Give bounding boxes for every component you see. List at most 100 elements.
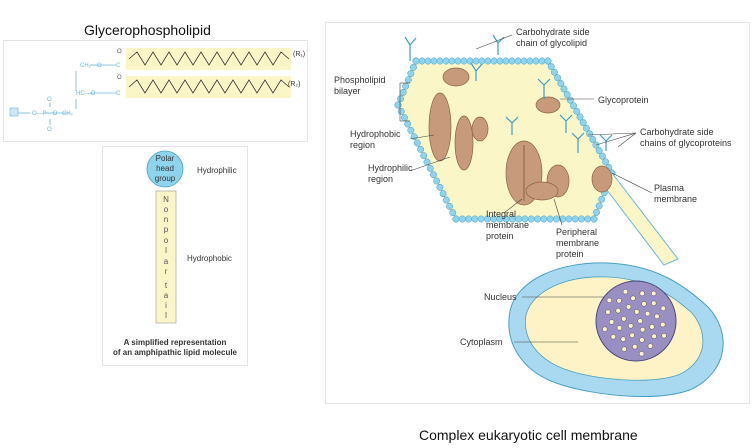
tail-letter: l <box>165 311 167 320</box>
label-plasma-membrane: Plasma membrane <box>654 183 698 204</box>
lipid-head-dot <box>448 57 456 65</box>
lipid-head-dot <box>477 215 485 223</box>
lipid-head-dot <box>430 57 438 65</box>
lipid-head-dot <box>436 183 444 191</box>
lipid-head-dot <box>538 57 546 65</box>
lipid-head-dot <box>595 202 603 210</box>
nuclear-pore-dot <box>637 318 643 324</box>
lipid-head-dot <box>598 152 606 160</box>
tail-letter: a <box>163 257 169 266</box>
lipid-head-dot <box>540 215 548 223</box>
lipid-head-dot <box>589 135 597 143</box>
glycerophospholipid-structure: CH₂—O C HC—O C CH₂ O—P—O O O O O <box>9 48 291 133</box>
lipid-head-dot <box>584 215 592 223</box>
amphipathic-lipid-drawing <box>146 150 184 324</box>
lipid-head-dot <box>557 79 565 87</box>
tail-letter: l <box>165 246 167 255</box>
lipid-head-dot <box>397 95 405 103</box>
label-nucleus: Nucleus <box>484 292 517 302</box>
lipid-head-dot <box>520 57 528 65</box>
lipid-head-dot <box>595 147 603 155</box>
tail-letter: o <box>163 205 169 214</box>
lipid-head-dot <box>433 177 441 185</box>
lipid-head-dot <box>454 57 462 65</box>
lipid-head-dot <box>565 215 573 223</box>
nuclear-pore-dot <box>609 319 615 325</box>
r2-label: (R₂) <box>288 81 301 88</box>
tail-letter: i <box>165 301 167 310</box>
lipid-head-dot <box>412 57 420 65</box>
tail-letter: a <box>163 291 169 300</box>
lipid-head-dot <box>527 215 535 223</box>
lipid-head-dot <box>526 57 534 65</box>
caption-line2: of an amphipathic lipid molecule <box>112 348 237 357</box>
nuclear-pore-dot <box>629 332 635 338</box>
lipid-head-dot <box>554 74 562 82</box>
glycerophospholipid-title: Glycerophospholipid <box>84 22 211 38</box>
lipid-head-dot <box>490 57 498 65</box>
lipid-head-dot <box>471 215 479 223</box>
nuclear-pore-dot <box>640 327 646 333</box>
nuclear-pore-dot <box>620 336 626 342</box>
lipid-head-dot <box>478 57 486 65</box>
tail-letter: N <box>163 195 169 204</box>
hydrophilic-label: Hydrophilic <box>197 166 237 175</box>
nuclear-pore-dot <box>639 290 645 297</box>
nuclear-pore-dot <box>634 309 640 315</box>
svg-text:O: O <box>47 97 52 103</box>
label-glycoprotein: Glycoprotein <box>598 95 649 105</box>
svg-text:O—P—O: O—P—O <box>32 111 58 117</box>
tail-letter: o <box>163 236 169 245</box>
svg-text:HC—O: HC—O <box>76 91 96 97</box>
svg-text:CH₂—O: CH₂—O <box>80 63 102 69</box>
membrane-illustration <box>394 34 724 397</box>
svg-text:CH₂: CH₂ <box>62 111 74 117</box>
polar-head-line2: head <box>156 164 174 173</box>
lipid-head-dot <box>404 76 412 84</box>
lipid-head-dot <box>496 57 504 65</box>
lipid-head-dot <box>429 171 437 179</box>
nuclear-pore-dot <box>628 323 634 329</box>
amphipathic-panel: Polar head group Hydrophilic Hydrophobic… <box>102 146 248 366</box>
label-hydrophilic-region: Hydrophilic region <box>368 163 413 184</box>
nuclear-pore-dot <box>641 301 647 307</box>
lipid-head-dot <box>502 57 510 65</box>
lipid-head-dot <box>552 215 560 223</box>
lipid-head-dot <box>547 63 555 71</box>
lipid-head-dot <box>579 119 587 127</box>
lipid-head-dot <box>460 57 468 65</box>
nuclear-pore-dot <box>661 333 667 339</box>
nuclear-pore-dot <box>649 324 655 330</box>
nuclear-pore-dot <box>632 344 638 350</box>
nuclear-pore-dot <box>651 300 657 306</box>
label-carb-glycolipid: Carbohydrate side chain of glycolipid <box>516 27 590 48</box>
nuclear-pore-dot <box>615 308 621 314</box>
nuclear-pore-dot <box>622 289 629 295</box>
lipid-head-dot <box>418 57 426 65</box>
tail-letter: p <box>163 225 169 234</box>
nuclear-pore-dot <box>626 304 632 310</box>
nuclear-pore-dot <box>654 313 660 319</box>
lipid-head-dot <box>404 120 412 128</box>
lipid-head-dot <box>546 215 554 223</box>
nuclear-pore-dot <box>621 346 627 352</box>
membrane-title: Complex eukaryotic cell membrane <box>419 427 638 443</box>
label-peripheral-protein: Peripheral membrane protein <box>556 227 600 259</box>
lipid-head-dot <box>458 215 466 223</box>
lipid-head-dot <box>442 57 450 65</box>
lipid-head-dot <box>442 196 450 204</box>
lipid-head-dot <box>402 82 410 90</box>
svg-text:O: O <box>117 49 122 55</box>
nuclear-pore-dot <box>660 322 666 328</box>
lipid-head-dot <box>576 113 584 121</box>
lipid-head-dot <box>407 126 415 134</box>
lipid-head-dot <box>400 114 408 122</box>
lipid-head-dot <box>573 107 581 115</box>
lipid-head-dot <box>409 63 417 71</box>
lipid-head-dot <box>544 57 552 65</box>
lipid-head-dot <box>563 91 571 99</box>
lipid-head-dot <box>570 102 578 110</box>
polar-head-line1: Polar <box>155 154 175 163</box>
lipid-head-dot <box>534 215 541 223</box>
nuclear-pore-dot <box>644 311 651 317</box>
